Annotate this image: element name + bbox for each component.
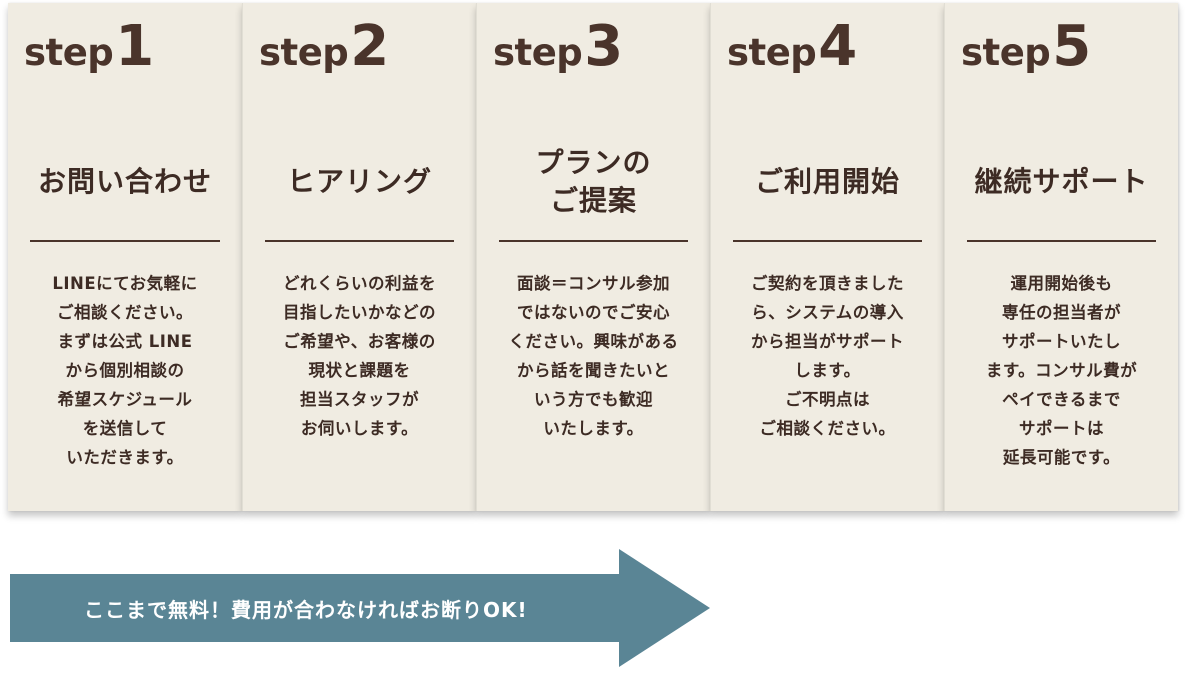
step-number: 1 — [115, 14, 154, 79]
step-title-1: お問い合わせ — [37, 164, 212, 198]
step-card-1: step1 お問い合わせ LINEにてお気軽に ご相談ください。 まずは公式 L… — [8, 3, 242, 511]
step-heading-3: step3 — [493, 19, 623, 75]
step-number: 5 — [1052, 14, 1091, 79]
step-title-5: 継続サポート — [974, 164, 1149, 198]
step-word: step — [259, 31, 349, 74]
divider-line — [265, 240, 454, 242]
step-description-2: どれくらいの利益を 目指したいかなどの ご希望や、お客様の 現状と課題を 担当ス… — [283, 274, 436, 438]
step-word: step — [961, 31, 1051, 74]
step-description-1: LINEにてお気軽に ご相談ください。 まずは公式 LINE から個別相談の 希… — [52, 274, 198, 467]
divider-line — [499, 240, 688, 242]
step-heading-1: step1 — [24, 19, 154, 75]
step-description-4: ご契約を頂きました ら、システムの導入 から担当がサポート します。 ご不明点は… — [751, 274, 904, 438]
step-number: 3 — [584, 14, 623, 79]
step-word: step — [24, 31, 114, 74]
step-card-4: step4 ご利用開始 ご契約を頂きました ら、システムの導入 から担当がサポー… — [710, 3, 944, 511]
steps-row: step1 お問い合わせ LINEにてお気軽に ご相談ください。 まずは公式 L… — [8, 3, 1178, 511]
free-banner-arrow: ここまで無料！費用が合わなければお断りOK! — [10, 549, 710, 667]
step-heading-2: step2 — [259, 19, 389, 75]
step-title-3: プランの ご提案 — [535, 145, 652, 217]
step-number: 2 — [350, 14, 389, 79]
step-word: step — [493, 31, 583, 74]
step-card-3: step3 プランの ご提案 面談＝コンサル参加 ではないのでご安心 ください。… — [476, 3, 710, 511]
step-card-2: step2 ヒアリング どれくらいの利益を 目指したいかなどの ご希望や、お客様… — [242, 3, 476, 511]
step-heading-5: step5 — [961, 19, 1091, 75]
divider-line — [30, 240, 220, 242]
step-description-5: 運用開始後も 専任の担当者が サポートいたし ます。コンサル費が ペイできるまで… — [985, 274, 1138, 467]
step-word: step — [727, 31, 817, 74]
step-title-4: ご利用開始 — [754, 164, 900, 198]
step-title-2: ヒアリング — [286, 164, 432, 198]
arrow-shape-icon — [10, 549, 710, 667]
step-heading-4: step4 — [727, 19, 857, 75]
divider-line — [967, 240, 1156, 242]
step-card-5: step5 継続サポート 運用開始後も 専任の担当者が サポートいたし ます。コ… — [944, 3, 1178, 511]
free-banner-text: ここまで無料！費用が合わなければお断りOK! — [84, 597, 528, 622]
step-number: 4 — [818, 14, 857, 79]
step-description-3: 面談＝コンサル参加 ではないのでご安心 ください。興味がある から話を聞きたいと… — [508, 274, 679, 438]
divider-line — [733, 240, 922, 242]
